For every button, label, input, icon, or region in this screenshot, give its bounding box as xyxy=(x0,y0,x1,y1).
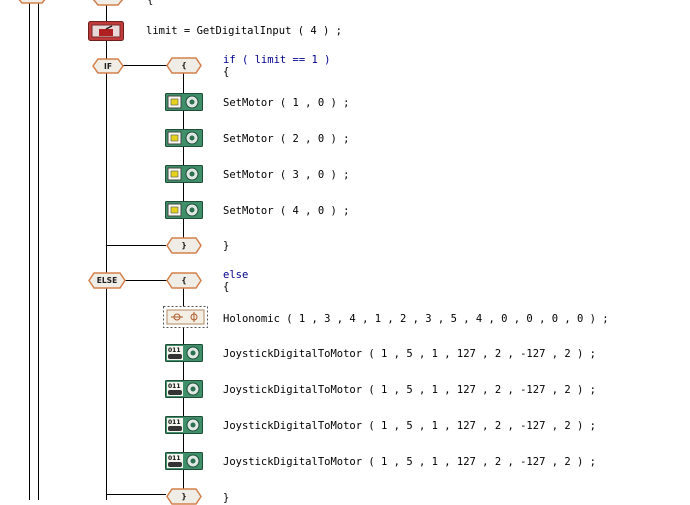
set-motor-statement[interactable]: SetMotor ( 1 , 0 ) ; xyxy=(223,97,350,109)
joystick-statement[interactable]: JoystickDigitalToMotor ( 1 , 5 , 1 , 127… xyxy=(223,384,596,396)
outer-flow-line-1 xyxy=(29,0,30,500)
motor-icon xyxy=(165,165,203,183)
joystick-statement[interactable]: JoystickDigitalToMotor ( 1 , 5 , 1 , 127… xyxy=(223,348,596,360)
if-open-brace: { xyxy=(223,66,230,78)
if-connector xyxy=(120,65,168,66)
if-close-brace-symbol: } xyxy=(181,241,187,250)
joystick-block[interactable]: 011 xyxy=(165,344,203,362)
if-open-brace-symbol: { xyxy=(181,61,187,70)
if-block[interactable]: IF xyxy=(92,58,124,74)
joystick-block[interactable]: 011 xyxy=(165,416,203,434)
joystick-icon-text: 011 xyxy=(168,347,181,354)
joystick-statement[interactable]: JoystickDigitalToMotor ( 1 , 5 , 1 , 127… xyxy=(223,420,596,432)
set-motor-block[interactable] xyxy=(165,129,203,147)
motor-icon xyxy=(165,93,203,111)
else-open-brace-block[interactable]: { xyxy=(166,272,202,289)
if-statement[interactable]: if ( limit == 1 ) xyxy=(223,54,331,66)
top-brace: { xyxy=(147,0,154,6)
else-open-brace-symbol: { xyxy=(181,276,187,285)
set-motor-statement[interactable]: SetMotor ( 3 , 0 ) ; xyxy=(223,169,350,181)
set-motor-block[interactable] xyxy=(165,165,203,183)
set-motor-statement[interactable]: SetMotor ( 4 , 0 ) ; xyxy=(223,205,350,217)
joystick-motor-icon: 011 xyxy=(165,452,203,470)
joystick-motor-icon: 011 xyxy=(165,416,203,434)
else-label: ELSE xyxy=(96,276,118,285)
else-close-brace-symbol: } xyxy=(181,492,187,501)
joystick-motor-icon: 011 xyxy=(165,344,203,362)
set-motor-block[interactable] xyxy=(165,93,203,111)
joystick-statement[interactable]: JoystickDigitalToMotor ( 1 , 5 , 1 , 127… xyxy=(223,456,596,468)
digital-input-icon xyxy=(88,21,124,41)
else-block[interactable]: ELSE xyxy=(88,272,126,289)
set-motor-statement[interactable]: SetMotor ( 2 , 0 ) ; xyxy=(223,133,350,145)
joystick-icon-text: 011 xyxy=(168,419,181,426)
holonomic-block[interactable] xyxy=(163,306,208,328)
if-close-connector xyxy=(106,245,166,246)
top-hex-partial-right[interactable] xyxy=(92,0,124,6)
joystick-block[interactable]: 011 xyxy=(165,452,203,470)
else-open-brace: { xyxy=(223,281,230,293)
if-open-brace-block[interactable]: { xyxy=(166,57,202,74)
top-hex-partial-left[interactable] xyxy=(16,0,48,4)
else-close-connector xyxy=(106,494,166,495)
if-label: IF xyxy=(104,61,112,71)
holonomic-drive-icon xyxy=(163,306,208,328)
joystick-motor-icon: 011 xyxy=(165,380,203,398)
joystick-icon-text: 011 xyxy=(168,383,181,390)
digital-input-block[interactable] xyxy=(88,21,124,41)
set-motor-block[interactable] xyxy=(165,201,203,219)
outer-flow-line-2 xyxy=(38,0,39,500)
else-close-brace-block[interactable]: } xyxy=(166,488,202,505)
joystick-icon-text: 011 xyxy=(168,455,181,462)
main-flow-line xyxy=(106,0,107,500)
else-close-brace: } xyxy=(223,492,230,504)
else-connector xyxy=(124,280,168,281)
else-statement[interactable]: else xyxy=(223,269,249,281)
if-branch-line xyxy=(183,66,184,246)
if-close-brace: } xyxy=(223,240,230,252)
joystick-block[interactable]: 011 xyxy=(165,380,203,398)
motor-icon xyxy=(165,201,203,219)
if-close-brace-block[interactable]: } xyxy=(166,237,202,254)
motor-icon xyxy=(165,129,203,147)
holonomic-statement[interactable]: Holonomic ( 1 , 3 , 4 , 1 , 2 , 3 , 5 , … xyxy=(223,313,609,325)
assignment-statement[interactable]: limit = GetDigitalInput ( 4 ) ; xyxy=(146,25,342,37)
